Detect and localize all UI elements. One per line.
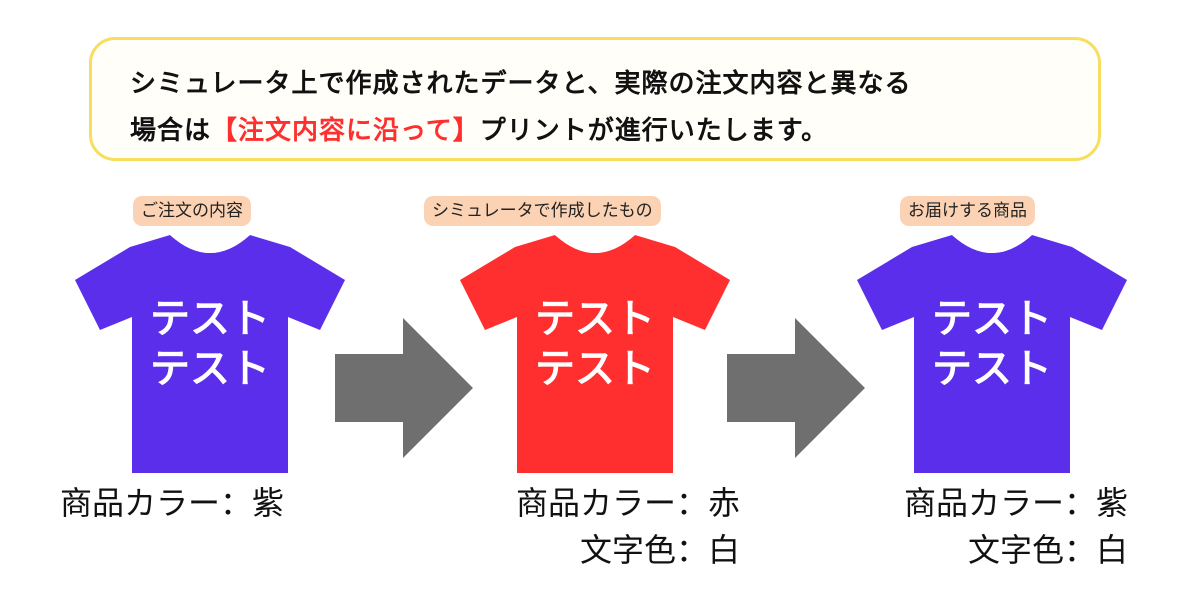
shirt-text-line-2: テスト [932,346,1052,392]
shirt-body [857,235,1127,473]
delivery-caption-text-color: 文字色：白 [967,531,1128,569]
shirt-text-line-1: テスト [932,296,1052,342]
notice-highlight: 【注文内容に沿って】 [211,116,480,146]
shirt-body [75,235,345,473]
simulation-shirt: テスト テスト [455,225,735,475]
tshirt-icon: テスト テスト [75,233,345,473]
delivery-caption-color: 商品カラー：紫 [903,484,1128,522]
notice-line-2-before: 場合は [130,116,212,146]
shirt-collar [170,233,250,253]
shirt-text-line-2: テスト [535,346,655,392]
right-arrow-icon [335,318,475,458]
simulation-badge: シミュレータで作成したもの [424,196,661,226]
shirt-body [460,235,730,473]
notice-line-1: シミュレータ上で作成されたデータと、実際の注文内容と異なる [130,69,912,99]
notice-box: シミュレータ上で作成されたデータと、実際の注文内容と異なる 場合は【注文内容に沿… [89,37,1101,161]
simulation-caption-color: 商品カラー：赤 [515,484,740,522]
tshirt-icon: テスト テスト [857,233,1127,473]
shirt-text-line-1: テスト [150,296,270,342]
tshirt-icon: テスト テスト [460,233,730,473]
shirt-collar [555,233,635,253]
delivery-badge: お届けする商品 [900,196,1035,226]
right-arrow-icon [727,318,867,458]
order-caption-color: 商品カラー：紫 [60,484,285,522]
shirt-text-line-2: テスト [150,346,270,392]
notice-line-2-after: プリントが進行いたします。 [479,116,829,146]
delivery-shirt: テスト テスト [852,225,1132,475]
order-shirt: テスト テスト [70,225,350,475]
shirt-collar [952,233,1032,253]
shirt-text-line-1: テスト [535,296,655,342]
simulation-caption-text-color: 文字色：白 [579,531,740,569]
notice-line-2: 場合は【注文内容に沿って】プリントが進行いたします。 [130,110,828,147]
order-badge: ご注文の内容 [133,196,251,226]
